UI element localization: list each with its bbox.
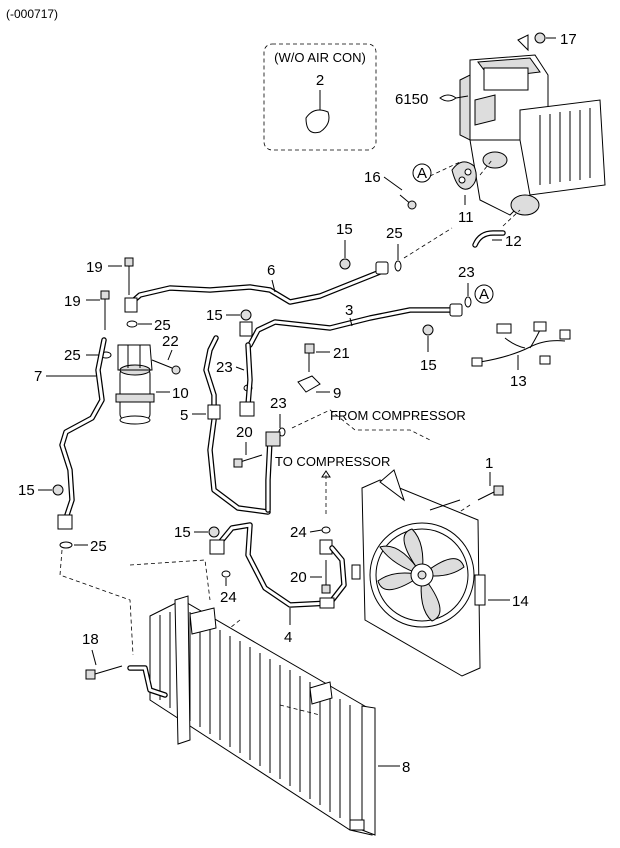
discharge-pipe-5 [203, 335, 273, 515]
callout-17: 17 [560, 31, 577, 48]
callout-9: 9 [333, 385, 341, 402]
callout-21: 21 [333, 345, 350, 362]
nut-part-17 [534, 32, 546, 44]
heater-evaporator-unit [459, 34, 606, 216]
note-to-compressor: TO COMPRESSOR [275, 454, 390, 469]
bolt-part-19-mid [100, 290, 110, 330]
callout-7: 7 [34, 368, 42, 385]
callout-12: 12 [505, 233, 522, 250]
inset-title: (W/O AIR CON) [274, 50, 366, 65]
callout-11: 11 [458, 209, 474, 226]
condenser-8 [127, 595, 376, 836]
bolt-part-19-top [124, 257, 134, 295]
callout-20-upper: 20 [236, 424, 253, 441]
callout-25-receiver: 25 [154, 317, 171, 334]
suction-pipe-6 [124, 261, 389, 313]
callout-4: 4 [284, 629, 292, 646]
diagram-code: (-000717) [6, 7, 58, 21]
drain-fitting [510, 194, 540, 216]
bolt-part-20-upper [233, 454, 263, 468]
receiver-drier-10 [115, 344, 155, 425]
inset-without-air-con: (W/O AIR CON) 2 [263, 43, 377, 151]
ref-marker-a-bottom [474, 284, 494, 304]
wiring-harness-13 [471, 321, 571, 367]
callout-3: 3 [345, 302, 353, 319]
callout-24-lower: 24 [220, 589, 237, 606]
liquid-pipe-3 [247, 303, 463, 348]
gasket-part-11 [451, 161, 477, 190]
bolt-part-20-lower [321, 560, 331, 594]
callout-8: 8 [402, 759, 410, 776]
callout-15-left: 15 [18, 482, 35, 499]
clamp-part-9 [297, 375, 321, 393]
pipe-7 [57, 337, 107, 530]
callout-16: 16 [364, 169, 381, 186]
callout-24-upper: 24 [290, 524, 307, 541]
ref-marker-a-top [412, 163, 432, 183]
callout-23-right: 23 [458, 264, 475, 281]
callout-19-top: 19 [86, 259, 103, 276]
cooling-fan-assembly-14 [351, 469, 486, 677]
callout-15-right: 15 [420, 357, 437, 374]
callout-6: 6 [267, 262, 275, 279]
bolt-part-21 [304, 343, 315, 372]
blank-plug-part [305, 109, 330, 134]
callout-10: 10 [172, 385, 189, 402]
callout-15-top: 15 [336, 221, 353, 238]
callout-25-top: 25 [386, 225, 403, 242]
callout-25-left: 25 [64, 347, 81, 364]
callout-5: 5 [180, 407, 188, 424]
callout-23-lower: 23 [270, 395, 287, 412]
bolt-part-1 [477, 485, 504, 501]
pipe-4 [209, 522, 347, 609]
svg-text:A: A [479, 286, 489, 303]
note-from-compressor: FROM COMPRESSOR [330, 408, 466, 423]
callout-18: 18 [82, 631, 99, 648]
callout-15-lower: 15 [174, 524, 191, 541]
callout-19-mid: 19 [64, 293, 81, 310]
callout-6150: 6150 [395, 91, 428, 108]
bolt-part-18 [85, 665, 123, 680]
bolt-part-22 [151, 359, 181, 375]
callout-13: 13 [510, 373, 527, 390]
callout-25-lower: 25 [90, 538, 107, 555]
callout-22: 22 [162, 333, 179, 350]
callout-2: 2 [316, 72, 324, 89]
callout-15-mid: 15 [206, 307, 223, 324]
callout-20-lower: 20 [290, 569, 307, 586]
callout-1: 1 [485, 455, 493, 472]
callout-14: 14 [512, 593, 529, 610]
svg-text:A: A [417, 165, 427, 182]
callout-23-mid: 23 [216, 359, 233, 376]
